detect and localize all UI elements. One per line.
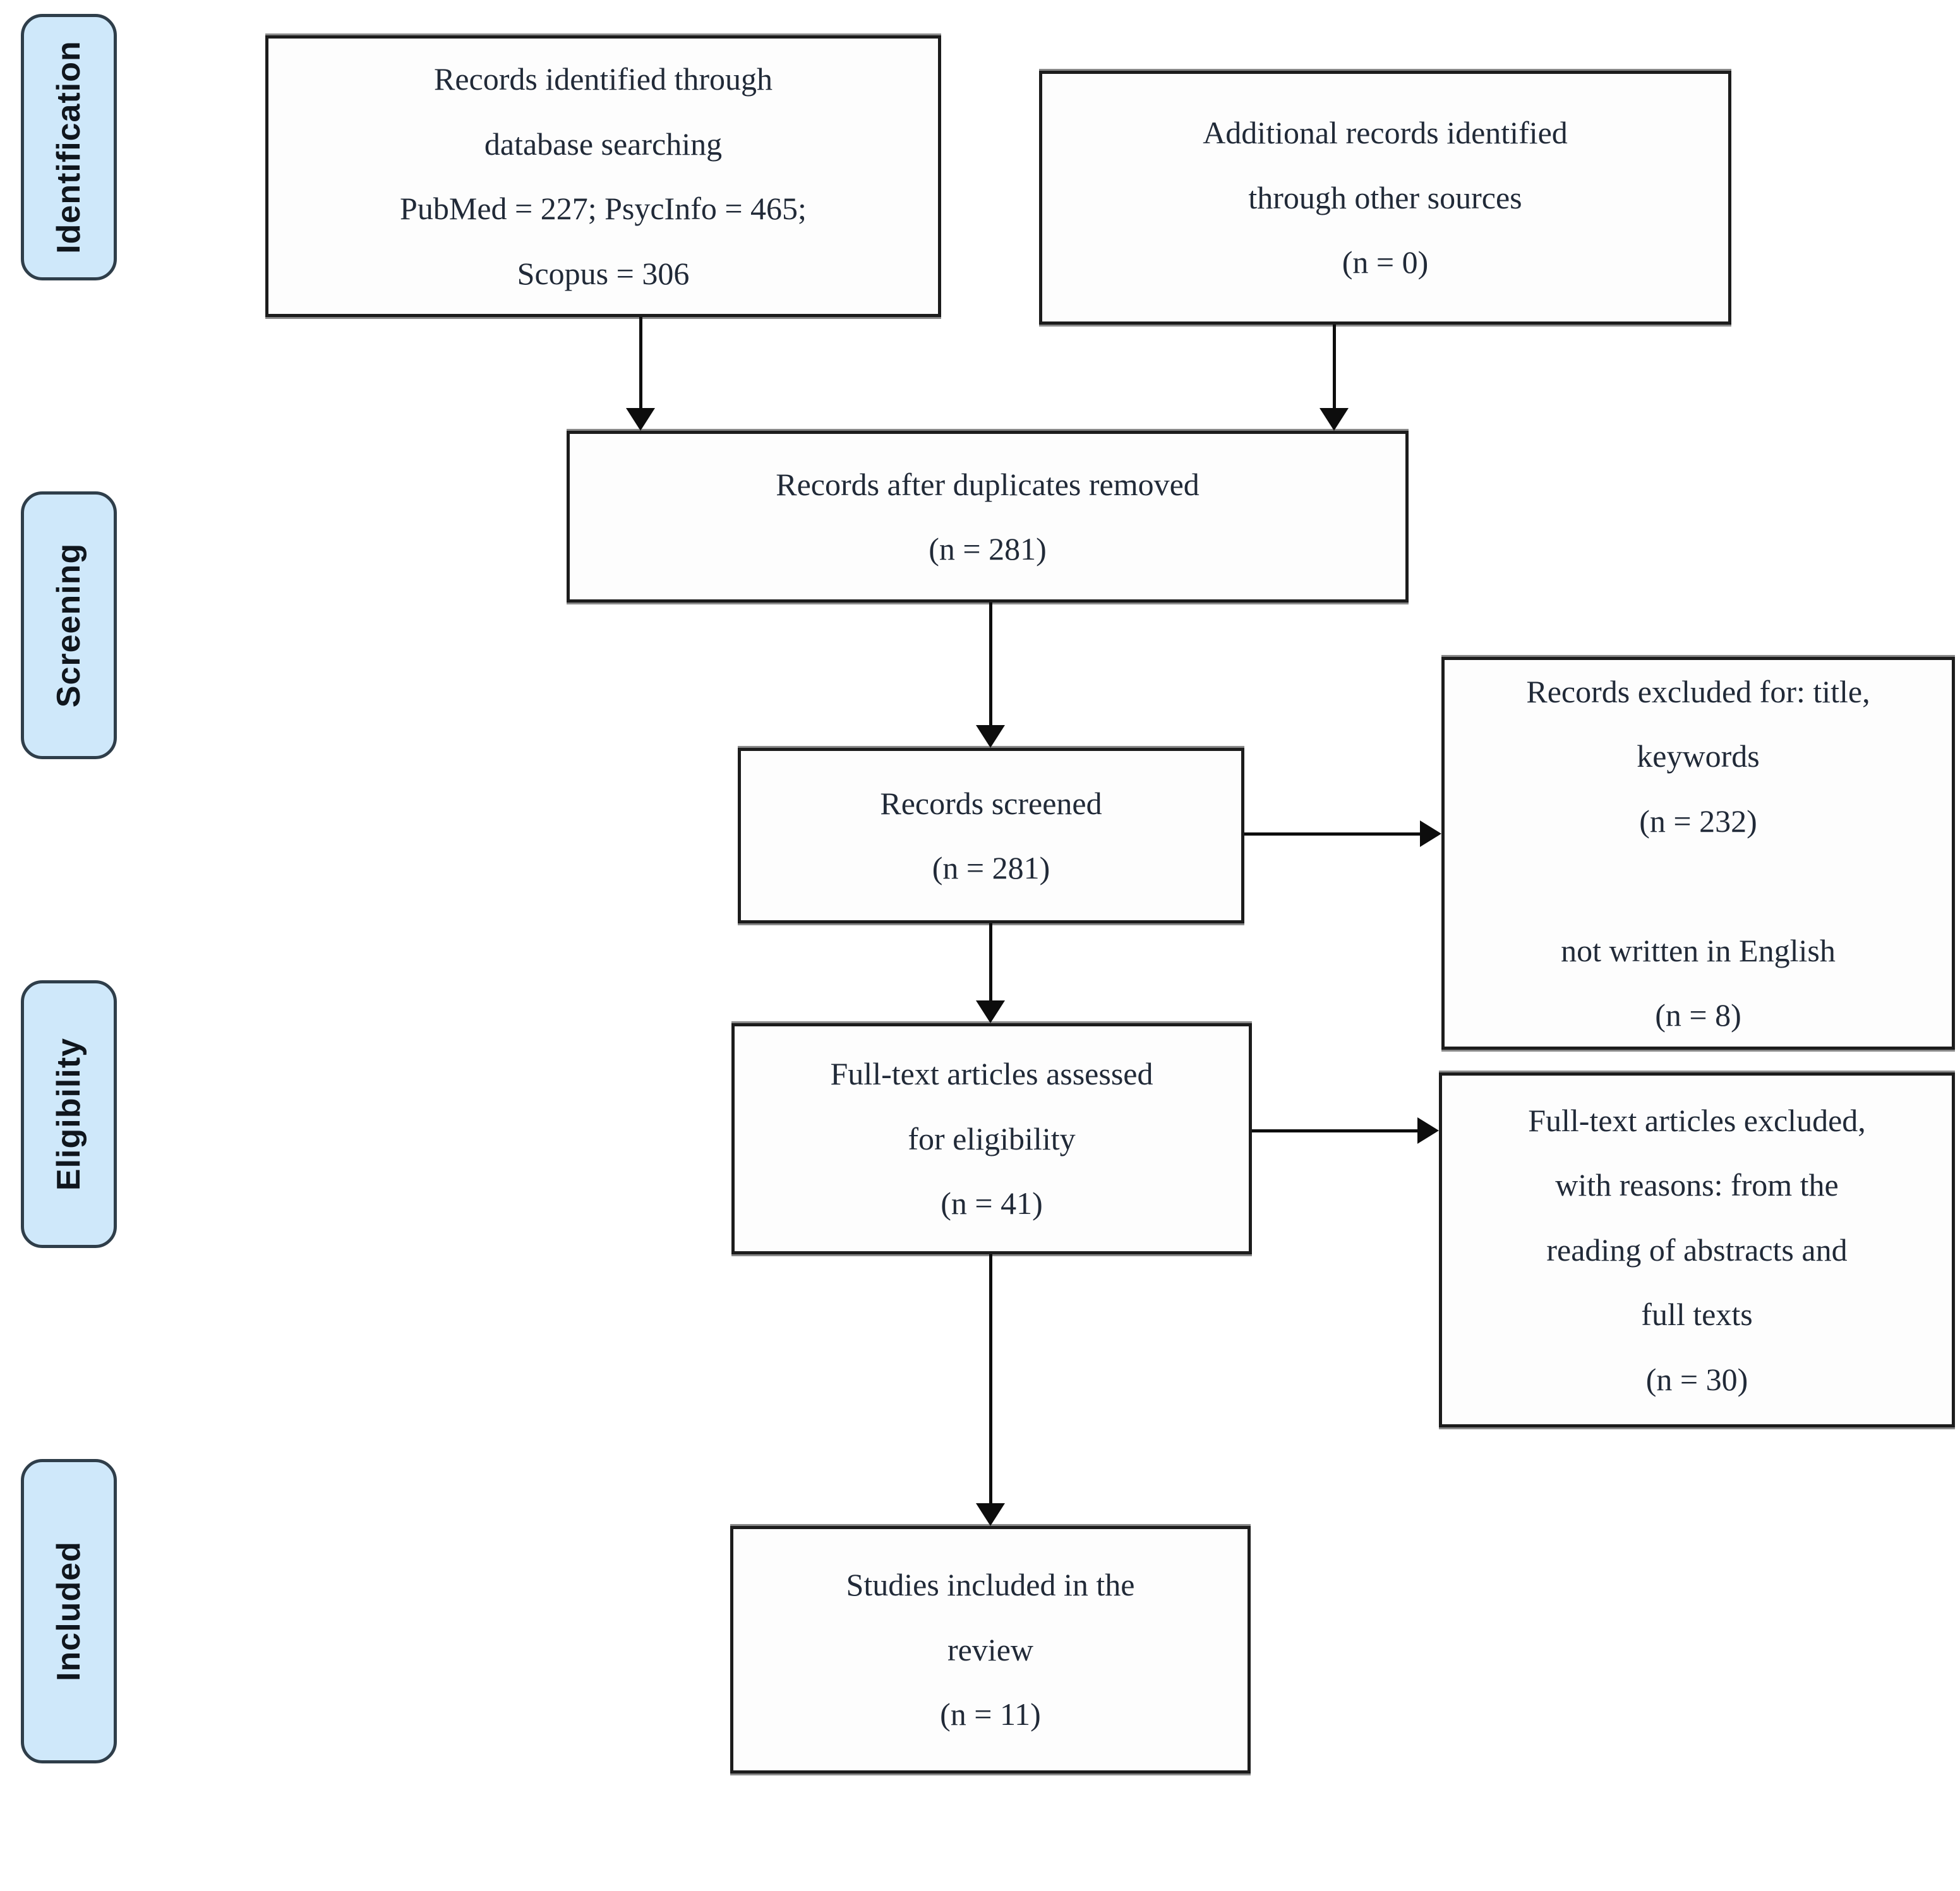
arrow-down-icon	[1320, 408, 1349, 431]
node-records-identified: Records identified through database sear…	[265, 35, 941, 317]
arrow-line	[639, 317, 642, 411]
stage-included: Included	[21, 1459, 117, 1763]
stage-identification-label: Identification	[51, 40, 87, 254]
arrow-down-icon	[976, 1503, 1005, 1526]
arrow-down-icon	[976, 725, 1005, 748]
stage-included-label: Included	[51, 1541, 88, 1681]
stage-screening-label: Screening	[51, 543, 88, 708]
node-after-duplicates: Records after duplicates removed (n = 28…	[567, 431, 1409, 603]
node-records-screened: Records screened (n = 281)	[738, 748, 1244, 923]
node-fulltext-excluded: Full-text articles excluded, with reason…	[1439, 1072, 1955, 1427]
node-records-excluded: Records excluded for: title, keywords (n…	[1441, 657, 1955, 1050]
stage-screening: Screening	[21, 491, 117, 759]
arrow-down-icon	[626, 408, 655, 431]
arrow-right-icon	[1417, 1117, 1439, 1144]
arrow-line	[1244, 832, 1422, 836]
arrow-line	[989, 603, 992, 728]
stage-eligibility: Eligibility	[21, 980, 117, 1248]
node-fulltext-assessed: Full-text articles assessed for eligibil…	[731, 1023, 1252, 1254]
arrow-down-icon	[976, 1000, 1005, 1023]
arrow-line	[1333, 325, 1336, 411]
arrow-line	[1252, 1129, 1417, 1132]
arrow-right-icon	[1420, 820, 1441, 847]
arrow-line	[989, 1254, 992, 1503]
node-studies-included: Studies included in the review (n = 11)	[730, 1526, 1251, 1774]
node-additional-records: Additional records identified through ot…	[1039, 71, 1731, 325]
stage-identification: Identification	[21, 14, 117, 280]
arrow-line	[989, 923, 992, 1003]
stage-eligibility-label: Eligibility	[51, 1037, 88, 1191]
